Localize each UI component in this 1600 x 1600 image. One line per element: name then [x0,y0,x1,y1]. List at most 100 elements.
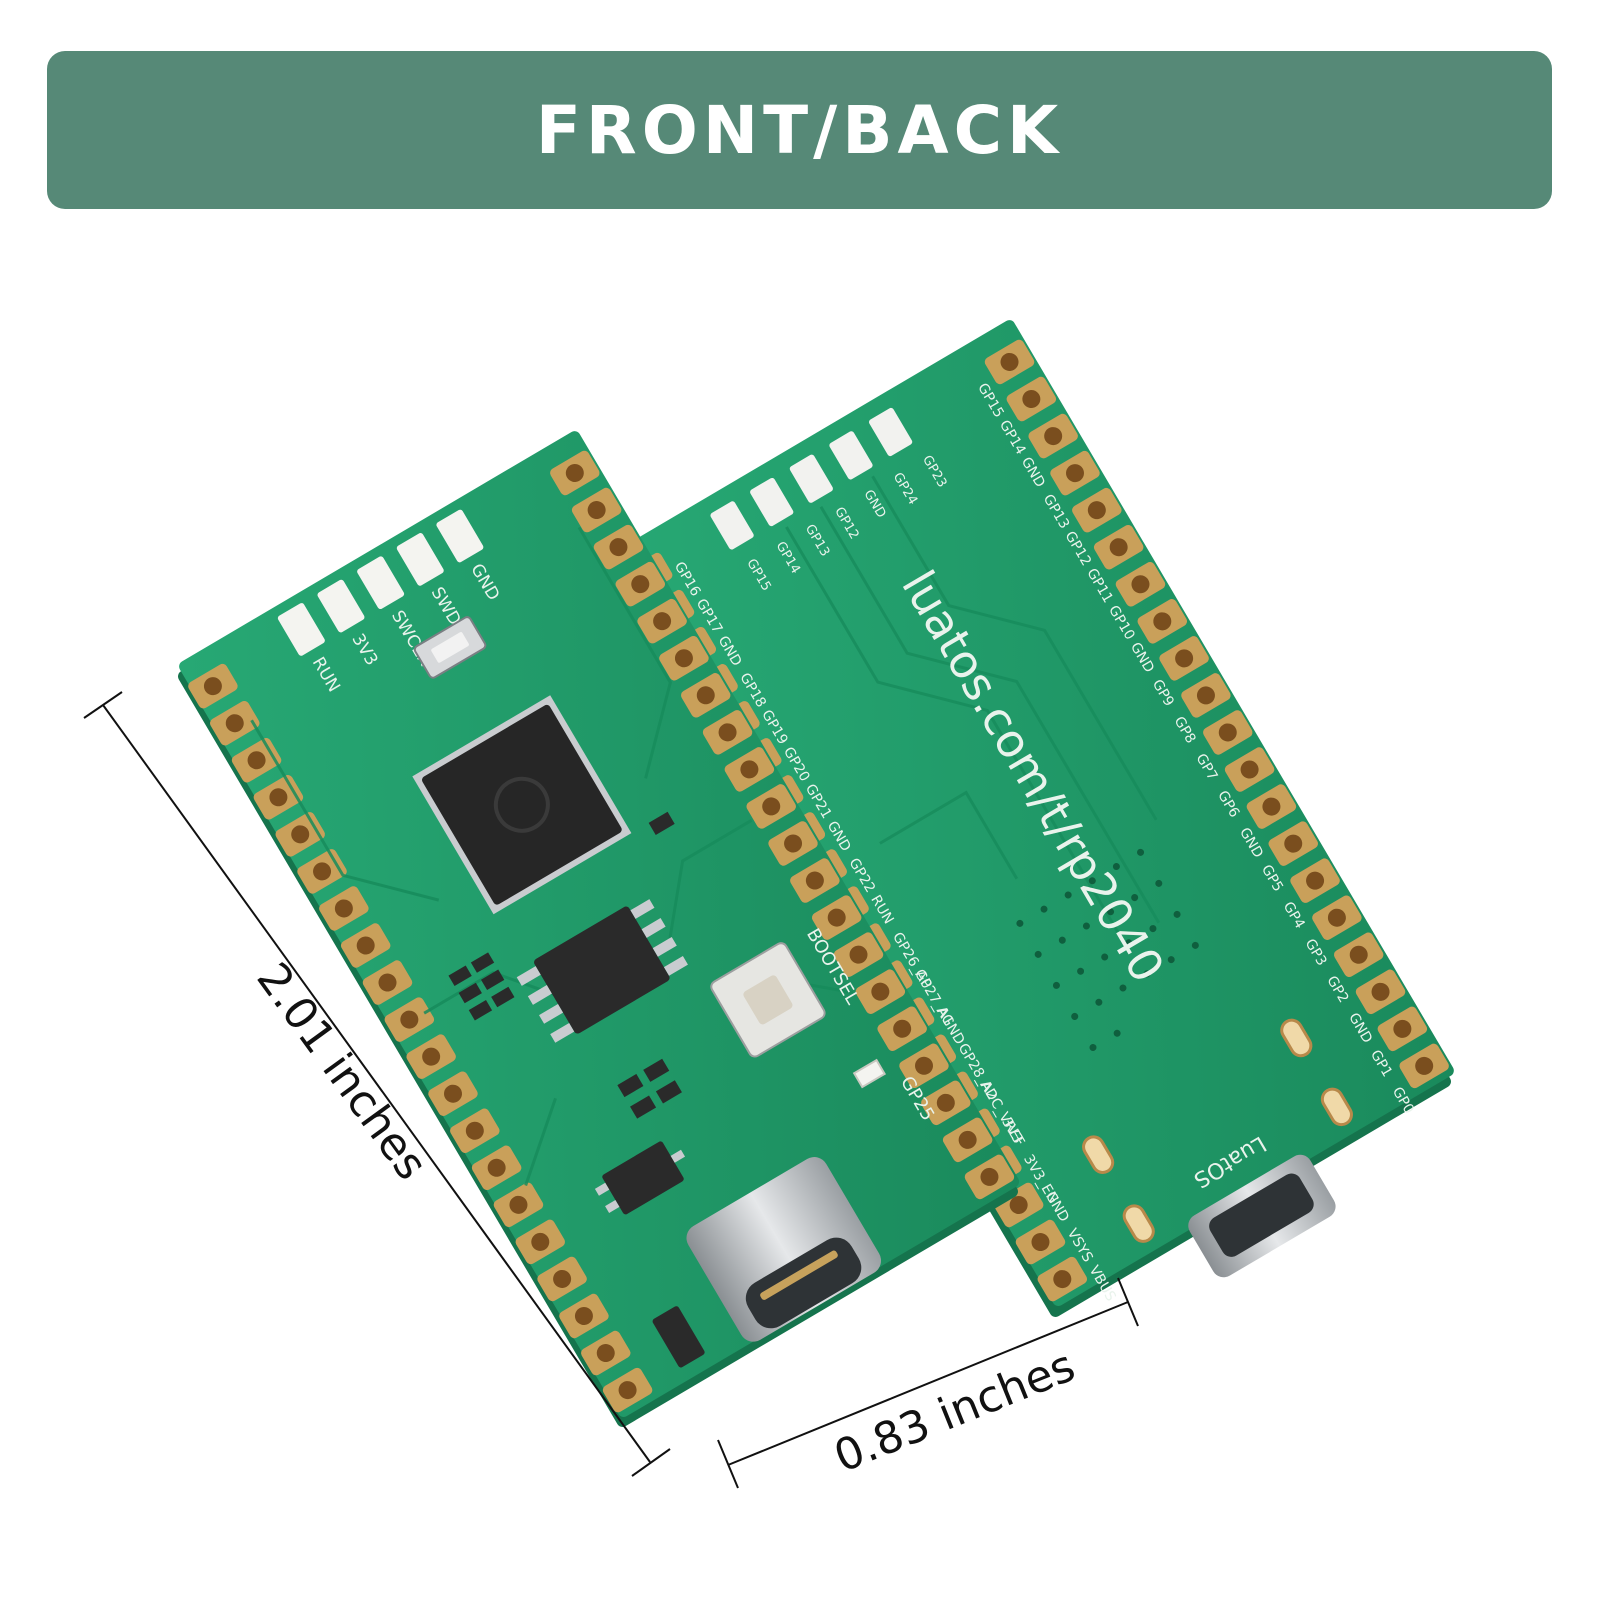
via-dot [1016,919,1024,927]
bootsel-button[interactable] [709,941,827,1059]
front-pin-pad [921,1080,971,1126]
via-dot [1040,905,1048,913]
front-pin-pad [550,450,600,496]
via-dot [1034,950,1042,958]
back-pin-pad [1290,858,1340,903]
front-pin-pad [571,487,622,533]
front-pin-pad [406,1034,456,1079]
front-pin-pad [877,1006,927,1051]
back-mount-hole [1280,1018,1313,1058]
via-dot [1119,984,1127,992]
front-pin-pad [637,598,687,644]
front-pin-pad [659,635,709,681]
via-dot [1173,910,1181,918]
front-pin-pad [559,1293,609,1339]
via-dot [1071,1012,1079,1020]
front-pin-pad [362,960,413,1005]
front-pin-pad [319,886,369,931]
back-pin-pad [1355,969,1406,1015]
via-dot [1125,939,1133,947]
back-traces [785,475,1161,936]
front-pin-pad [746,784,796,829]
back-pin-pad [1377,1006,1428,1052]
via-dot [1149,925,1157,933]
back-pin-pad [1224,747,1275,792]
back-pin-pad [1268,821,1318,866]
front-pin-pad [964,1154,1015,1200]
front-debug-pads [277,509,484,656]
back-pin-pad [1028,413,1078,459]
diode [652,1306,705,1368]
front-pin-pad [768,821,818,866]
back-pin-pad [1181,673,1231,718]
via-dot [1191,941,1199,949]
led-indicator [852,1058,887,1089]
front-pin-pad [450,1108,500,1153]
back-pin-pad [1312,895,1362,940]
back-pin-pad [1093,524,1144,570]
via-dot [1101,953,1109,961]
back-pin-pad [1015,1219,1066,1265]
front-pin-pad [515,1219,566,1265]
via-dot [1107,908,1115,916]
back-pin-pad [1333,932,1384,978]
back-pin-pad [1006,376,1057,422]
back-pin-pad [1050,450,1100,496]
back-mount-hole [1320,1087,1353,1127]
via-dot [1082,922,1090,930]
back-board: luatos.com/t/rp2040 GP16GP17GNDGP18GP19G… [611,320,1454,1317]
via-dot [1088,877,1096,885]
front-pin-pad [811,895,862,940]
back-pin-pad [1246,784,1297,829]
via-dot [1077,967,1085,975]
via-dot [1089,1043,1097,1051]
front-pin-pad [537,1256,587,1302]
front-pin-pad [581,1330,631,1376]
front-pin-pad [724,747,775,792]
front-pin-pad [942,1117,993,1163]
via-dot [1143,970,1151,978]
voltage-regulator [594,1141,686,1215]
front-pin-pad [855,969,906,1014]
front-pin-pad [471,1145,522,1191]
width-label: 0.83 inches [827,1340,1082,1482]
back-pin-pad [1072,487,1122,533]
via-dot [1137,848,1145,856]
back-mount-hole [1122,1204,1155,1243]
front-pin-pad [790,858,840,903]
via-dot [1113,1029,1121,1037]
via-dot [1058,936,1066,944]
smd-components [448,811,682,1119]
front-pin-pad [210,700,260,746]
title-banner: FRONT/BACK [47,51,1552,209]
back-pin-pad [984,339,1035,385]
via-dot [1155,879,1163,887]
back-pin-pad [1399,1043,1449,1089]
back-pin-pad [1137,599,1188,644]
front-pin-pad [340,923,391,968]
front-pin-pad [188,663,238,709]
front-pin-pad [899,1043,949,1089]
front-pin-pad [615,561,666,607]
back-mount-hole [1082,1135,1115,1174]
crystal-oscillator [413,616,487,679]
flash-chip [516,899,688,1043]
usb-c-connector[interactable] [681,1152,886,1347]
back-debug-pads [710,407,913,550]
via-dot [1167,956,1175,964]
back-pin-pad [1115,562,1166,607]
via-dot [1095,998,1103,1006]
front-pin-pad [681,673,731,718]
front-pin-pad [833,932,884,977]
front-castellated-pads [188,450,1015,1413]
via-dot [1112,863,1120,871]
via-dot [1064,891,1072,899]
back-pin-pad [1037,1256,1088,1302]
back-vias [1016,848,1199,1051]
via-dot [1052,981,1060,989]
front-pin-pad [602,1367,653,1413]
front-pin-pad [493,1182,544,1228]
front-pin-pad [593,524,644,570]
